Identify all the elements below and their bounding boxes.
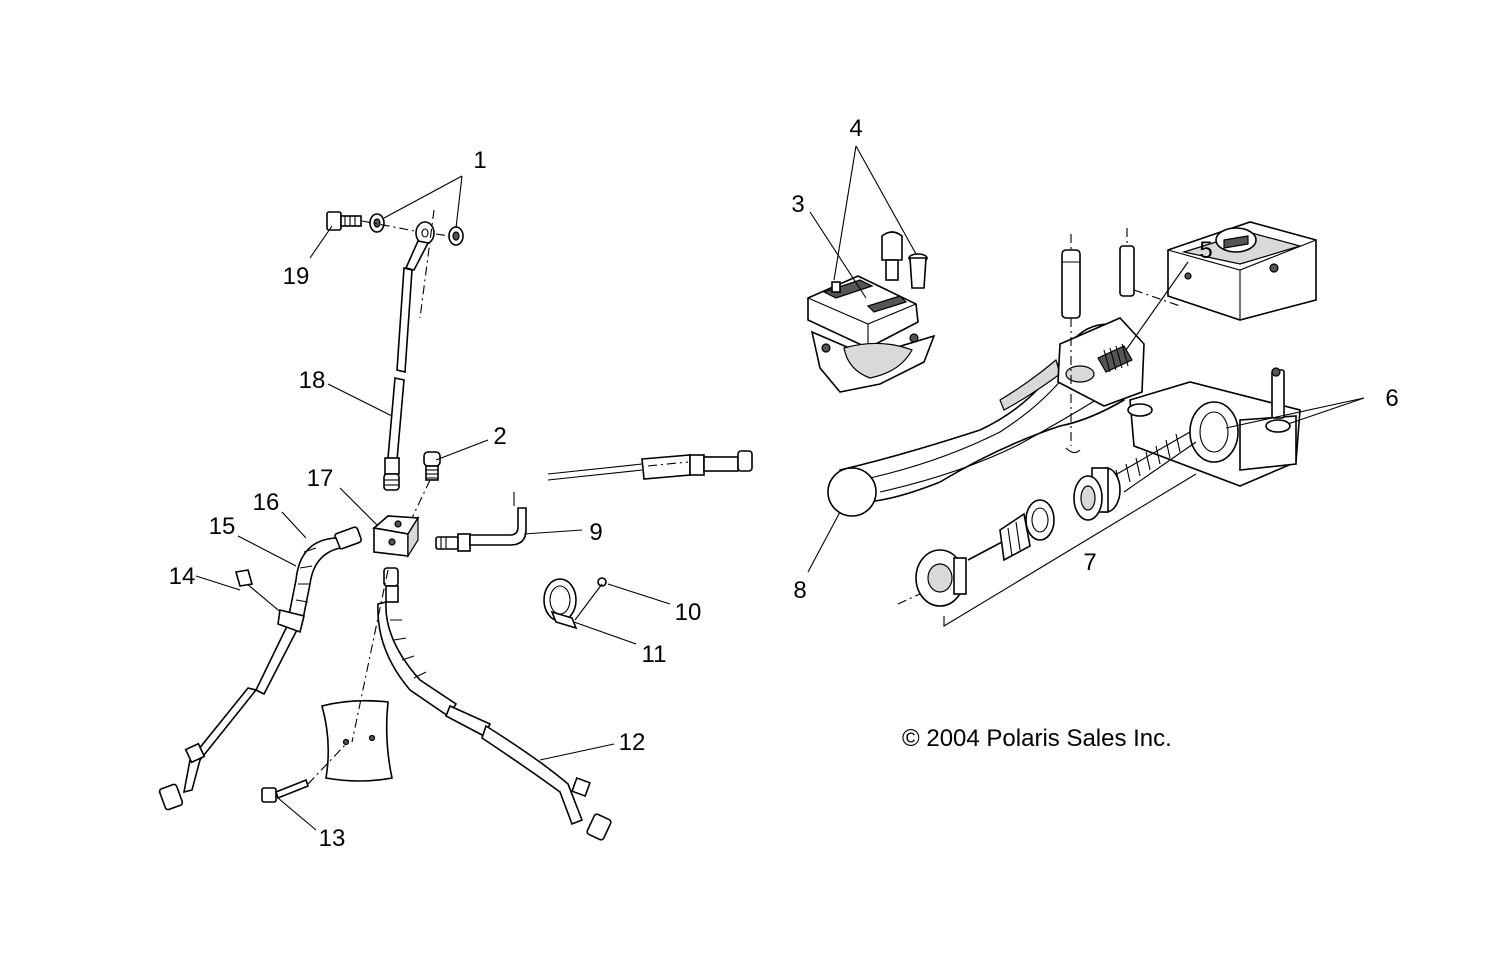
line-clamp <box>543 577 607 630</box>
callout-11: 11 <box>642 641 667 668</box>
callout-5: 5 <box>1199 237 1212 264</box>
callout-14: 14 <box>169 563 196 590</box>
banjo-bolt <box>326 211 362 231</box>
crush-washers <box>369 213 464 246</box>
callout-labels: 1 2 3 4 5 6 7 8 9 10 11 12 13 14 15 16 1… <box>169 115 1399 852</box>
callout-1: 1 <box>473 147 486 174</box>
mounting-plate <box>261 569 393 803</box>
piston-kit <box>897 431 1197 627</box>
copyright-notice: © 2004 Polaris Sales Inc. <box>902 725 1172 752</box>
handlebar-clamp <box>1127 367 1301 487</box>
callout-2: 2 <box>493 423 506 450</box>
callout-18: 18 <box>299 367 326 394</box>
brake-light-switch <box>423 451 441 481</box>
pivot-pins <box>1061 228 1181 319</box>
right-front-brake-line <box>377 567 612 841</box>
callout-13: 13 <box>319 825 346 852</box>
callout-6: 6 <box>1385 385 1398 412</box>
callout-10: 10 <box>675 599 702 626</box>
callout-17: 17 <box>307 465 334 492</box>
callout-4: 4 <box>849 115 862 142</box>
upper-brake-line <box>383 266 413 491</box>
brake-line-assembly <box>158 209 753 841</box>
callout-8: 8 <box>793 577 806 604</box>
cover-screws <box>831 231 928 293</box>
callout-12: 12 <box>619 729 646 756</box>
callout-7: 7 <box>1083 549 1096 576</box>
banjo-fitting <box>404 221 435 271</box>
callout-9: 9 <box>589 519 602 546</box>
left-front-brake-line <box>158 526 362 811</box>
rear-brake-line <box>435 450 753 552</box>
master-cylinder-assembly <box>807 221 1317 627</box>
lever-spring <box>1097 343 1133 373</box>
leader-lines <box>195 145 1365 831</box>
callout-19: 19 <box>283 263 310 290</box>
callout-16: 16 <box>253 489 280 516</box>
callout-3: 3 <box>791 191 804 218</box>
junction-block <box>372 515 420 559</box>
reservoir-cover <box>807 275 936 393</box>
callout-15: 15 <box>209 513 236 540</box>
reservoir-body <box>1167 221 1317 321</box>
